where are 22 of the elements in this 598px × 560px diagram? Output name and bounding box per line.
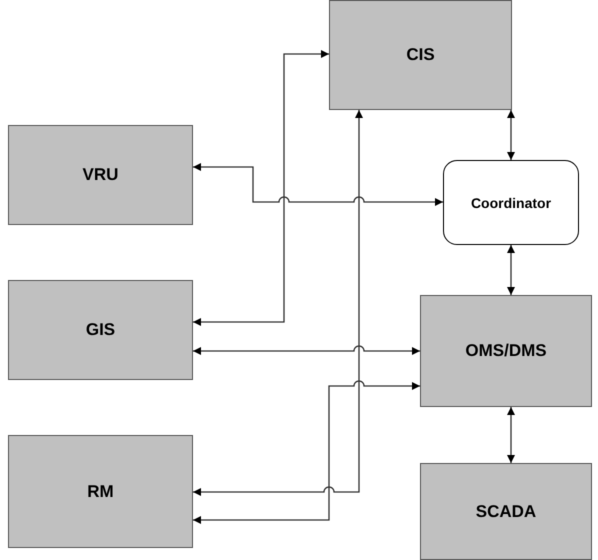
- connector-arrow: [507, 245, 515, 295]
- node-label: OMS/DMS: [465, 341, 547, 361]
- process-box: [8, 280, 193, 380]
- connector-arrow: [193, 380, 420, 524]
- connector-arrow: [507, 110, 515, 160]
- rounded-process-box: [443, 160, 579, 245]
- node-label: Coordinator: [470, 194, 552, 210]
- connector-arrow: [193, 110, 363, 496]
- node-label: RM: [87, 482, 114, 502]
- node-label: GIS: [86, 320, 116, 340]
- connector-arrow: [193, 345, 420, 355]
- connector-arrow: [193, 163, 443, 206]
- process-box: [8, 125, 193, 225]
- process-box: [329, 0, 512, 110]
- connector-arrow: [193, 50, 329, 326]
- process-box: [420, 295, 592, 407]
- connector-arrow: [507, 407, 515, 463]
- node-label: CIS: [406, 45, 435, 65]
- node-label: SCADA: [476, 502, 536, 522]
- process-box: [420, 463, 592, 560]
- process-box: [8, 435, 193, 548]
- node-label: VRU: [82, 165, 118, 185]
